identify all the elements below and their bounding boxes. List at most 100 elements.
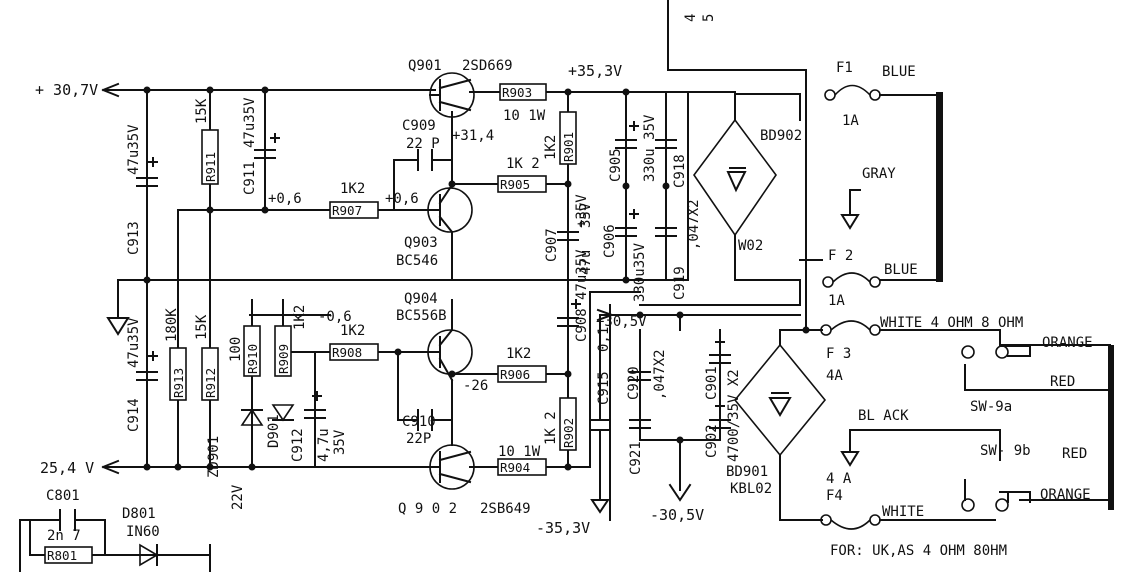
v-plus-35: +35V xyxy=(574,194,590,228)
resistor-r911: R911 15K xyxy=(194,98,219,185)
speaker-terminals xyxy=(936,92,1114,512)
fuse-f2: F 2 1A xyxy=(822,248,881,309)
q904-label: Q904 xyxy=(404,291,438,307)
f3-label: F 3 xyxy=(826,346,851,362)
capacitor-c921: C921 xyxy=(628,419,651,475)
c920-value: ,047X2 xyxy=(652,349,668,400)
top-fragment-b: 5 xyxy=(701,14,717,22)
bd902-label: BD902 xyxy=(760,128,802,144)
fuse-f3: F 3 4A xyxy=(820,320,881,384)
d801-part: IN60 xyxy=(126,524,160,540)
resistor-r905: R905 1K 2 xyxy=(497,156,547,193)
resistor-r903: R903 10 1W xyxy=(499,83,547,124)
resistor-r910: R910 100 xyxy=(228,325,261,377)
f1-label: F1 xyxy=(836,60,853,76)
c910-value: 22P xyxy=(406,431,431,447)
wiring xyxy=(19,0,1111,572)
r907-value: 1K2 xyxy=(340,181,365,197)
v-0-6b: +0,6 xyxy=(385,191,419,207)
capacitor-c901: C901 xyxy=(704,337,731,400)
r908-value: 1K2 xyxy=(340,323,365,339)
rail-neg-in: 25,4 V xyxy=(40,459,94,477)
d901-label: D901 xyxy=(266,414,282,448)
bd901-label: BD901 xyxy=(726,464,768,480)
v-0-6a: +0,6 xyxy=(268,191,302,207)
wire-orange-top: ORANGE xyxy=(1042,335,1093,351)
c911-label: C911 xyxy=(242,161,258,195)
bd902-part: W02 xyxy=(738,238,763,254)
r905-value: 1K 2 xyxy=(506,156,540,172)
capacitor-c914: C914 47u35V xyxy=(126,317,158,432)
c902-label: C902 xyxy=(704,424,720,458)
r909-value: 1K2 xyxy=(292,305,308,330)
c912-label: C912 xyxy=(290,428,306,462)
c909-label: C909 xyxy=(402,118,436,134)
wire-white-top: WHITE 4 OHM 8 OHM xyxy=(880,315,1023,331)
r913-label: R913 xyxy=(171,368,186,398)
transistor-q904: Q904 BC556B xyxy=(396,291,473,382)
c913-label: C913 xyxy=(126,221,142,255)
r911-label: R911 xyxy=(203,152,218,182)
c915-value: 0,1 xyxy=(596,327,612,352)
capacitor-c909: C909 22 P xyxy=(402,118,440,171)
c920-label: C920 xyxy=(626,366,642,400)
notes: FOR: UK,AS 4 OHM 80HM 4 5 xyxy=(683,14,1007,559)
c906-label: C906 xyxy=(602,224,618,258)
capacitor-c905: C905 330u 35V xyxy=(608,91,658,187)
v-31-4: +31,4 xyxy=(452,128,494,144)
zd901-label: ZD901 xyxy=(206,436,222,478)
resistor-r801: R801 xyxy=(44,546,93,564)
resistor-r908: R908 1K2 xyxy=(329,323,379,361)
r902-value: 1K 2 xyxy=(543,411,559,445)
capacitor-c906: C906 330u35V xyxy=(602,185,648,302)
fuse-f4: F4 4 A xyxy=(820,471,881,530)
wire-gray: GRAY xyxy=(862,166,896,182)
capacitor-c907: C907 47u 35V xyxy=(544,202,594,275)
r901-label: R901 xyxy=(561,132,576,162)
resistor-r901: R901 1K2 xyxy=(543,111,577,165)
c906-value: 330u35V xyxy=(632,242,648,302)
r912-value: 15K xyxy=(194,314,210,340)
c907-label: C907 xyxy=(544,228,560,262)
q904-part: BC556B xyxy=(396,308,447,324)
wire-orange-bottom: ORANGE xyxy=(1040,487,1091,503)
r902-label: R902 xyxy=(561,418,576,448)
r905-label: R905 xyxy=(500,177,530,192)
v-neg-26: -26 xyxy=(463,378,488,394)
c914-label: C914 xyxy=(126,398,142,432)
diode-d901: D901 xyxy=(266,404,295,448)
r907-label: R907 xyxy=(332,203,362,218)
c907-value: 47u xyxy=(578,250,594,275)
transistor-q902: Q 9 0 2 2SB649 xyxy=(398,444,531,517)
rail-pos-in: + 30,7V xyxy=(35,81,98,99)
c918-label: C918 xyxy=(672,154,688,188)
f2-value: 1A xyxy=(828,293,845,309)
top-fragment-a: 4 xyxy=(683,14,699,22)
q903-label: Q903 xyxy=(404,235,438,251)
switch-sw9a: SW-9a xyxy=(970,399,1012,415)
transistor-q903: Q903 BC546 xyxy=(396,183,473,269)
r910-value: 100 xyxy=(228,337,244,362)
wire-white-bottom: WHITE xyxy=(882,504,924,520)
switch-sw9b: SW- 9b xyxy=(980,443,1031,459)
capacitor-c911: C911 47u35V xyxy=(242,97,280,195)
resistor-r902: R902 1K 2 xyxy=(543,397,577,451)
resistor-r912: R912 15K xyxy=(194,314,219,401)
diode-d801: D801 IN60 xyxy=(122,506,160,567)
wire-labels: BLUE BLUE GRAY WHITE 4 OHM 8 OHM ORANGE … xyxy=(858,64,1093,520)
q902-label: Q 9 0 2 xyxy=(398,501,457,517)
c908-label: C908 xyxy=(574,308,590,342)
c907-voltage: 35V xyxy=(578,202,594,228)
resistor-r904: R904 10 1W xyxy=(497,444,547,476)
c909-value: 22 P xyxy=(406,136,440,152)
c905-label: C905 xyxy=(608,148,624,182)
capacitor-c801: C801 2n 7 xyxy=(46,488,81,544)
f1-value: 1A xyxy=(842,113,859,129)
rail-labels: + 30,7V 25,4 V +35,3V -35,3V +30,5V -30,… xyxy=(35,62,704,537)
r912-label: R912 xyxy=(203,368,218,398)
wire-red-top: RED xyxy=(1050,374,1075,390)
resistor-r906: R906 1K2 xyxy=(497,346,547,383)
rail-pos-aux: +30,5V xyxy=(596,314,647,330)
d801-label: D801 xyxy=(122,506,156,522)
c913-value: 47u35V xyxy=(126,124,142,175)
